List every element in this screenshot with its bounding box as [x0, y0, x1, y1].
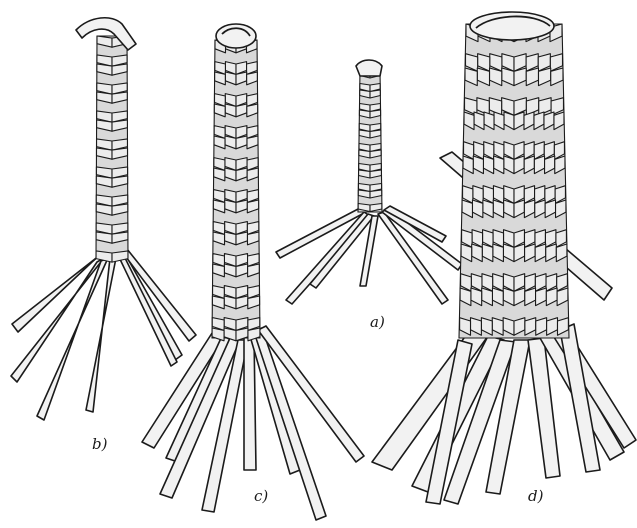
braid-b: [11, 18, 196, 420]
braid-b-body: [96, 36, 128, 262]
braid-a: [276, 60, 462, 304]
braid-c-body: [212, 40, 260, 341]
label-b: b): [92, 435, 107, 453]
label-c: c): [254, 487, 268, 505]
braid-a-strands: [276, 206, 462, 304]
braid-a-top: [356, 60, 382, 76]
braid-a-body: [358, 70, 382, 212]
label-a: a): [370, 313, 385, 331]
braid-c: [142, 24, 364, 520]
braid-d-strands: [372, 324, 636, 504]
label-d: d): [528, 487, 543, 505]
braid-b-strands: [11, 249, 196, 420]
braid-d-body: [459, 24, 569, 338]
